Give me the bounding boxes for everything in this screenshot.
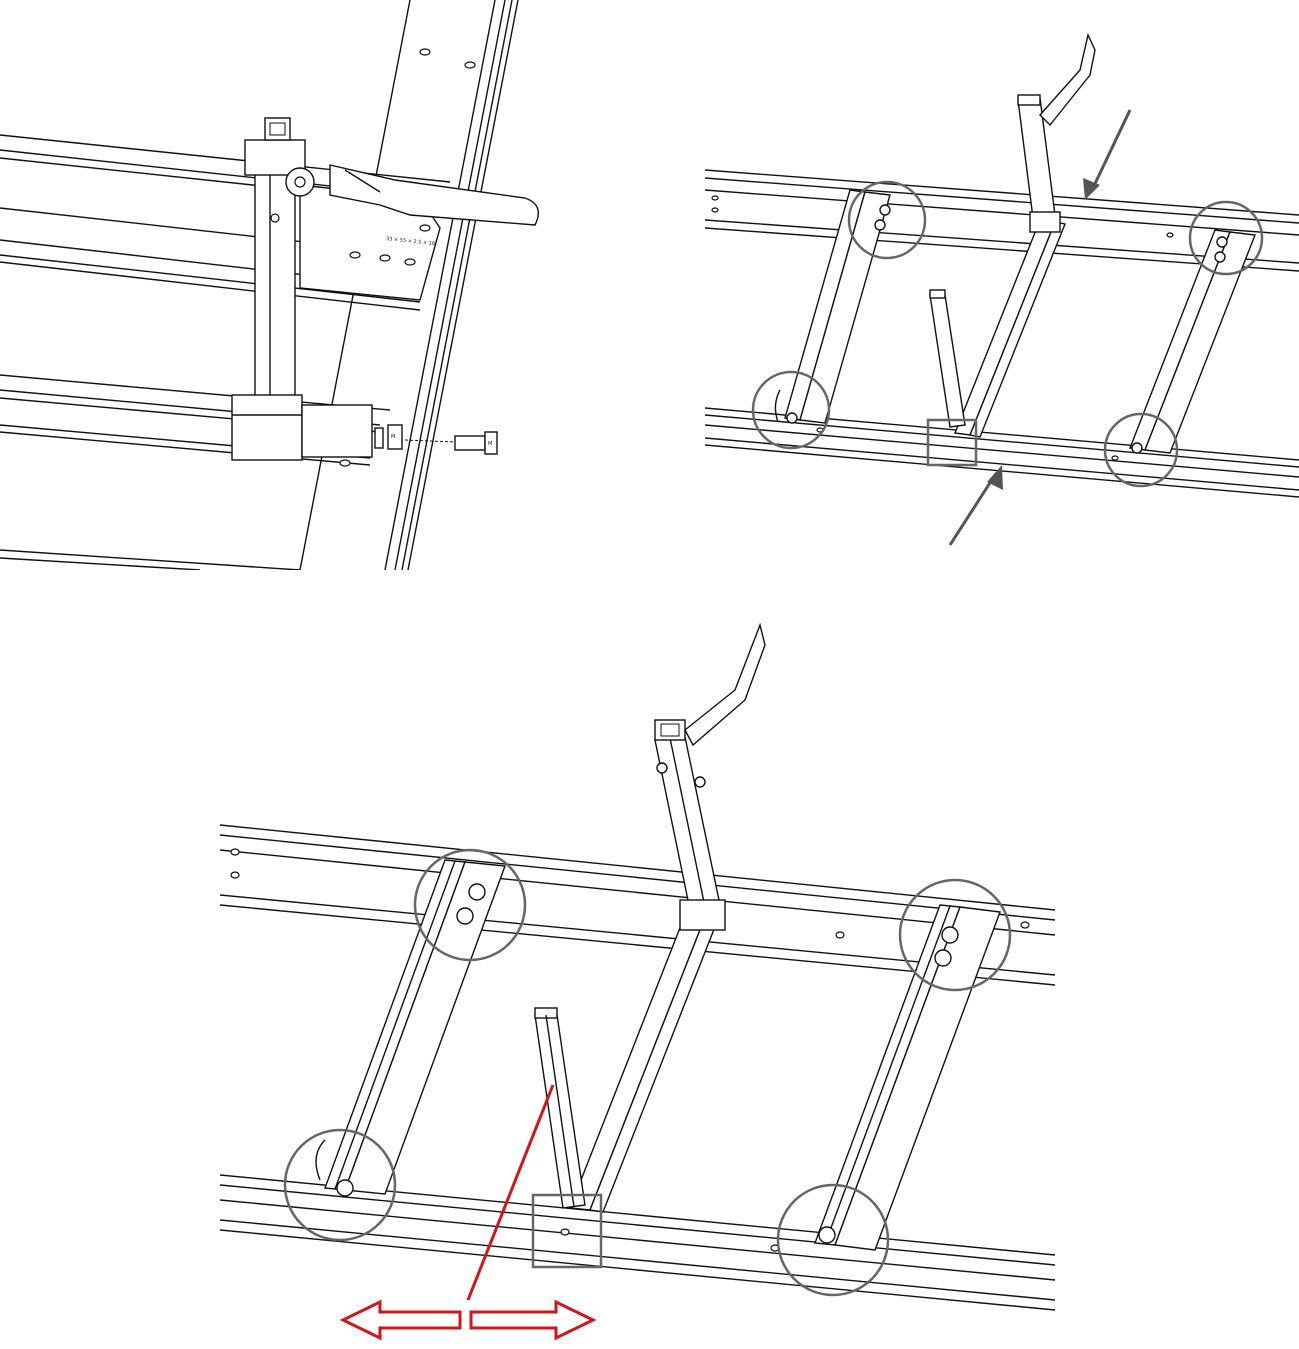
vertical-post — [244, 117, 315, 416]
upper-horizontal-rail — [0, 134, 451, 311]
plate-label: 33 × 55 × 2.5 × 16 — [386, 236, 436, 247]
adjustment-pointer-line — [466, 1084, 555, 1301]
left-adjust-arrow-icon — [339, 1299, 462, 1341]
pointer-arrow-head-icon — [1083, 178, 1100, 200]
bolt-location-circle-icon — [283, 1128, 397, 1242]
bolt-location-circle-icon — [898, 878, 1012, 992]
bolt-assembly: M M — [374, 424, 498, 455]
top-frame-rail — [219, 824, 1056, 986]
pointer-arrow-icon — [948, 474, 997, 546]
side-detail-drawing: 33 × 55 × 2.5 × 16 M M — [0, 0, 539, 570]
short-post — [534, 1007, 586, 1209]
bolt-location-circle-icon — [413, 848, 527, 962]
adjustment-indicator — [339, 1084, 597, 1341]
center-rail — [569, 909, 721, 1213]
nut-label: M — [391, 434, 395, 440]
center-post-box-icon — [531, 1193, 603, 1269]
right-cross-bar — [814, 904, 1001, 1251]
pointer-arrows — [948, 109, 1132, 546]
enlarged-overview-panel — [215, 620, 1060, 1349]
handle-post — [1017, 32, 1096, 233]
center-rail — [954, 219, 1066, 438]
left-cross-bar — [315, 859, 506, 1197]
lever-handle — [329, 164, 539, 226]
short-post — [929, 289, 966, 428]
bolt-location-circle-icon — [1188, 200, 1264, 276]
overview-drawing — [704, 32, 1299, 546]
lower-horizontal-rail — [0, 374, 391, 467]
handle-post — [654, 622, 766, 931]
bottom-rail-fragment — [0, 549, 301, 570]
side-detail-panel: 33 × 55 × 2.5 × 16 M M — [0, 0, 560, 570]
bolt-location-circle-icon — [751, 370, 831, 450]
enlarged-overview-drawing — [219, 622, 1056, 1341]
bolt-label: M — [488, 441, 492, 447]
bolt-location-circle-icon — [1103, 412, 1179, 488]
overview-panel — [700, 30, 1299, 560]
pointer-arrow-head-icon — [987, 465, 1003, 490]
right-cross-bar — [1129, 229, 1256, 454]
left-cross-bar — [774, 189, 891, 424]
bolt-location-markers — [751, 180, 1264, 488]
bolt-location-markers — [283, 848, 1012, 1297]
bolt-location-circle-icon — [776, 1183, 890, 1297]
pointer-arrow-icon — [1090, 109, 1132, 191]
bolt-location-circle-icon — [847, 180, 927, 260]
center-post-box-icon — [926, 418, 978, 467]
right-adjust-arrow-icon — [469, 1299, 597, 1341]
